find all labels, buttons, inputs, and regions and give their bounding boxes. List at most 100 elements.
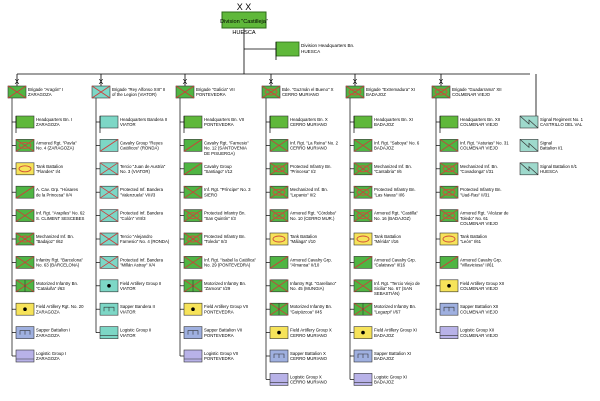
- unit-label-line: Sapper Battalion X: [290, 351, 326, 356]
- unit-label-line: Field Artillery Rgt. No. 20: [36, 304, 84, 309]
- unit-label: Tank Battalion"León" I/61: [460, 234, 488, 244]
- unit-symbol: [183, 302, 203, 316]
- unit-label-line: Field Artillery Group XII: [460, 281, 504, 286]
- unit-symbol: [15, 139, 35, 152]
- unit-label-line: No. 10 (CERRO MUR.): [290, 216, 335, 221]
- unit-label-line: Inf. Rgt. "Príncipe" No. 3: [204, 187, 251, 192]
- unit-symbol: [439, 139, 459, 152]
- unit-label: Protected Infantry Bn."Las Navas" II/6: [374, 187, 416, 197]
- unit-label: Mechanized Inf. Bn."Lepanto" II/2: [290, 187, 328, 197]
- unit-label-line: BADAJOZ: [374, 356, 394, 361]
- unit-label: Armored Rgt. "Castilla"No. 16 (BADAJOZ): [374, 211, 418, 221]
- unit-label-line: SIERO: [204, 192, 218, 197]
- unit-label: Motorized Infantry Bn."Cataluña" I/63: [36, 281, 78, 291]
- unit-symbol: [183, 162, 203, 176]
- unit-label: Motorized Infantry Bn."Zamora" I/29: [204, 281, 246, 291]
- unit-label-line: CERRO MURIANO: [290, 122, 328, 127]
- unit-symbol: [353, 302, 373, 316]
- unit-label-line: Motorized Infantry Bn.: [374, 304, 416, 309]
- unit-symbol: [269, 209, 289, 222]
- unit-label-line: Headquarters Bn. XII: [460, 117, 500, 122]
- unit-symbol: [439, 162, 459, 176]
- unit-label-line: Infantry Rgt. "Garellano": [290, 281, 337, 286]
- unit-label-line: Sapper Battalion XI: [374, 351, 411, 356]
- unit-label-line: ZARAGOZA: [36, 122, 60, 127]
- unit-symbol: [269, 115, 289, 133]
- unit-label-line: Sapper Battalion I: [36, 328, 70, 333]
- unit-label: Protected Inf. Bandera"Valenzuela" VIII/…: [120, 187, 164, 197]
- unit-label-line: PONTEVEDRA: [204, 356, 234, 361]
- unit-symbol: [183, 326, 203, 339]
- unit-symbol: [439, 232, 459, 246]
- unit-label-line: No. 12 (SANTOVENIA: [204, 146, 247, 151]
- unit-symbol: [15, 232, 35, 246]
- division-hq-symbol: [275, 41, 300, 57]
- unit-symbol: [353, 326, 373, 339]
- unit-label-line: "Covadonga" I/31: [460, 169, 494, 174]
- unit-symbol: [269, 162, 289, 176]
- unit-label-line: COLMENAR VIEJO: [460, 333, 499, 338]
- unit-label-line: No. 4 (ZARAGOZA): [36, 146, 75, 151]
- unit-symbol: [99, 279, 119, 293]
- unit-label-line: Logistic Group I: [36, 351, 66, 356]
- unit-label-line: VIATOR: [120, 333, 136, 338]
- unit-symbol: [439, 185, 459, 199]
- brigade-label-line: BADAJOZ: [366, 92, 386, 97]
- unit-label-line: CERRO MURIANO: [290, 380, 328, 385]
- unit-label-line: Armored Cavalry Grp.: [460, 257, 502, 262]
- unit-symbol: [15, 185, 35, 199]
- unit-label-line: Field Artillery Group XI: [374, 328, 417, 333]
- unit-label-line: Protected Inf. Bandera: [120, 187, 164, 192]
- unit-label-line: ZARAGOZA: [36, 309, 60, 314]
- unit-label: Tercio "Juan de Austria"No. 3 (VIATOR): [120, 164, 166, 174]
- unit-label-line: Sicilia" No. 67 (SAN: [374, 286, 412, 291]
- unit-label-line: Protected Infantry Bn.: [460, 187, 502, 192]
- unit-symbol: [269, 349, 289, 363]
- brigade-label-line: Brigade "Aragón" I: [28, 87, 63, 92]
- unit-label-line: "León" I/61: [460, 239, 482, 244]
- unit-label-line: Tank Battalion: [374, 234, 402, 239]
- unit-symbol: [183, 185, 203, 199]
- unit-symbol: [15, 349, 35, 363]
- unit-symbol: [99, 162, 119, 176]
- unit-symbol: [269, 326, 289, 339]
- unit-label-line: Tercio "Juan de Austria": [120, 164, 166, 169]
- unit-label-line: ZARAGOZA: [36, 356, 60, 361]
- unit-symbol: [183, 209, 203, 222]
- unit-label-line: "Valenzuela" VIII/3: [120, 192, 156, 197]
- brigade-label-line: Brigade "Guadarrama" XII: [452, 87, 502, 92]
- unit-label-line: DE PISUERGA): [204, 151, 235, 156]
- unit-label: Protected Infantry Bn."Toledo" II/3: [204, 234, 246, 244]
- unit-symbol: [269, 279, 289, 293]
- unit-label-line: Protected Infantry Bn.: [204, 234, 246, 239]
- unit-label-line: VIATOR: [120, 122, 136, 127]
- unit-label-line: Field Artillery Group X: [290, 328, 332, 333]
- unit-label-line: Field Artillery Group II: [120, 281, 161, 286]
- unit-symbol: [99, 115, 119, 133]
- unit-label-line: SEBASTIÁN): [374, 291, 400, 296]
- unit-label-line: Battalion I/1: [540, 146, 563, 151]
- unit-label: Protected Infantry Bn."Princesa" I/2: [290, 164, 332, 174]
- unit-label-line: Headquarters Bn. I: [36, 117, 72, 122]
- unit-symbol: [15, 209, 35, 222]
- unit-symbol: [439, 279, 459, 293]
- unit-label-line: "San Quintín" I/3: [204, 216, 236, 221]
- unit-label-line: A. Cav. Grp. "Húsares: [36, 187, 78, 192]
- unit-label-line: Headquarters Bn. VII: [204, 117, 244, 122]
- unit-label-line: Mechanized Inf. Bn.: [460, 164, 498, 169]
- unit-label-line: Logistic Group II: [120, 328, 151, 333]
- unit-symbol: [99, 302, 119, 316]
